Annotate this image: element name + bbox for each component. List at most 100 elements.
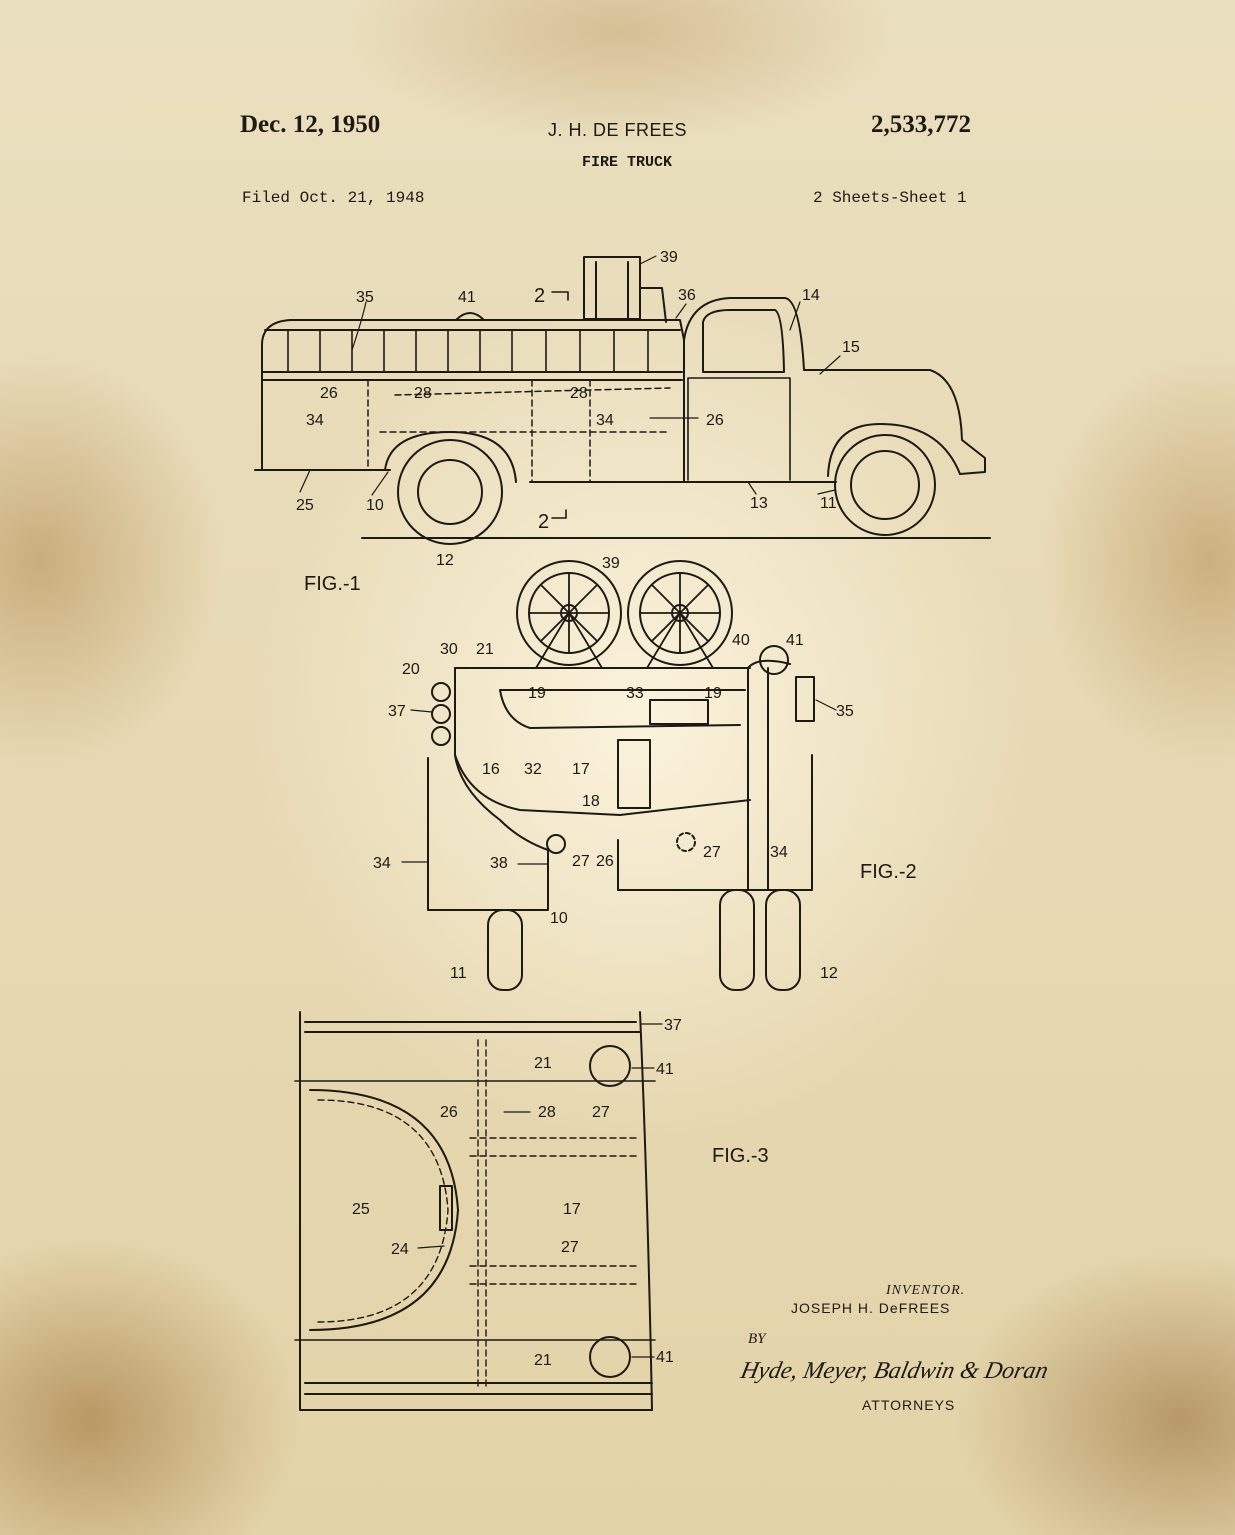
fig1-label: 39 <box>660 249 678 266</box>
dome-41 <box>759 645 789 675</box>
hose-reel-side <box>583 256 641 320</box>
fig1-label: 41 <box>458 289 476 306</box>
fig2-caption: FIG.-2 <box>860 861 917 883</box>
fig1-label: 26 <box>706 412 724 429</box>
plan-outline <box>299 1011 653 1411</box>
fig3-label: 21 <box>534 1352 552 1369</box>
fig3-label: 17 <box>563 1201 581 1218</box>
ladder-rungs <box>287 329 649 373</box>
fig3-label: 28 <box>538 1104 556 1121</box>
fig1-label: 26 <box>320 385 338 402</box>
inventor-heading: J. H. DE FREES <box>548 120 688 140</box>
fig2-label: 19 <box>528 685 546 702</box>
compartment-left <box>427 754 549 911</box>
section-mark: 2 <box>534 285 545 307</box>
fig2-label: 26 <box>596 853 614 870</box>
fig1-label: 36 <box>678 287 696 304</box>
fig3-label: 37 <box>664 1017 682 1034</box>
truck-cab <box>683 297 986 483</box>
patent-number: 2,533,772 <box>871 111 971 138</box>
fig2-label: 41 <box>786 632 804 649</box>
fig1-label: 25 <box>296 497 314 514</box>
fig1-caption: FIG.-1 <box>304 573 361 595</box>
hose-bed <box>499 689 746 729</box>
fig2-label: 27 <box>572 853 590 870</box>
fig1-label: 28 <box>414 385 432 402</box>
fig1-label: 11 <box>820 495 837 512</box>
section-mark: 2 <box>538 511 549 533</box>
fig1-label: 12 <box>436 552 454 569</box>
fig1-label: 34 <box>306 412 324 429</box>
fig2-label: 34 <box>770 844 788 861</box>
fig2-label: 40 <box>732 632 750 649</box>
fig1-label: 34 <box>596 412 614 429</box>
cab-window <box>702 309 785 373</box>
inventor-label: INVENTOR. <box>886 1283 966 1298</box>
fig3-label: 41 <box>656 1061 674 1078</box>
ladder-35 <box>795 676 815 722</box>
fig2-label: 19 <box>704 685 722 702</box>
fig2-label: 35 <box>836 703 854 720</box>
compartment-right <box>617 754 813 891</box>
lamp-37 <box>431 704 451 724</box>
hose-reel-right <box>627 560 733 666</box>
lamp-37 <box>431 726 451 746</box>
fig2-label: 30 <box>440 641 458 658</box>
cab-door <box>687 377 791 481</box>
fig3-label: 21 <box>534 1055 552 1072</box>
fig1-label: 13 <box>750 495 768 512</box>
patent-date: Dec. 12, 1950 <box>240 111 381 138</box>
truck-body <box>261 319 685 483</box>
lamp-37 <box>431 682 451 702</box>
fig2-label: 21 <box>476 641 494 658</box>
fig1-label: 15 <box>842 339 860 356</box>
fig3-plan-view: 37 21 41 26 28 27 25 17 24 27 21 41 FIG.… <box>294 1011 769 1411</box>
fig1-label: 28 <box>570 385 588 402</box>
fig1-side-view: 39 35 41 36 14 15 26 28 28 34 34 26 25 1… <box>254 249 991 595</box>
hose-reel-left <box>516 560 622 666</box>
rear-wheel <box>397 439 503 545</box>
wheel-11 <box>487 909 523 991</box>
wheel-12 <box>719 889 755 991</box>
by-label: BY <box>748 1331 766 1347</box>
fig2-label: 17 <box>572 761 590 778</box>
rear-wheel-arch <box>384 431 517 483</box>
fig2-label: 37 <box>388 703 406 720</box>
fig3-label: 41 <box>656 1349 674 1366</box>
ladder-rails <box>261 329 683 381</box>
fig3-label: 24 <box>391 1241 409 1258</box>
wheel-12 <box>765 889 801 991</box>
fig1-label: 10 <box>366 497 384 514</box>
fig2-label: 38 <box>490 855 508 872</box>
fig3-label: 27 <box>561 1239 579 1256</box>
fig2-label: 11 <box>450 965 467 982</box>
fig2-label: 16 <box>482 761 500 778</box>
fig2-label: 33 <box>626 685 644 702</box>
fig2-label: 20 <box>402 661 420 678</box>
patent-subject: FIRE TRUCK <box>582 154 673 171</box>
item-33 <box>649 699 709 725</box>
wheel-well <box>309 1089 459 1331</box>
fig2-label: 18 <box>582 793 600 810</box>
fig2-label: 12 <box>820 965 838 982</box>
fig2-label: 32 <box>524 761 542 778</box>
dome-41 <box>455 312 485 321</box>
fig1-label: 14 <box>802 287 820 304</box>
fig2-label: 10 <box>550 910 568 927</box>
fig3-label: 25 <box>352 1201 370 1218</box>
sheet-count: 2 Sheets-Sheet 1 <box>813 189 967 207</box>
fig2-label: 27 <box>703 844 721 861</box>
front-wheel <box>834 434 936 536</box>
dome-41 <box>589 1336 631 1378</box>
fig1-label: 35 <box>356 289 374 306</box>
fig2-label: 34 <box>373 855 391 872</box>
fig2-label: 39 <box>602 555 620 572</box>
fig3-label: 27 <box>592 1104 610 1121</box>
attorneys-label: ATTORNEYS <box>862 1397 956 1413</box>
fig2-cross-section: 39 30 21 40 41 20 19 33 19 37 35 32 17 1… <box>373 555 917 991</box>
fig3-label: 26 <box>440 1104 458 1121</box>
filed-date: Filed Oct. 21, 1948 <box>242 189 425 207</box>
front-fender <box>827 423 961 477</box>
attorney-signature: Hyde, Meyer, Baldwin & Doran <box>738 1358 1051 1384</box>
